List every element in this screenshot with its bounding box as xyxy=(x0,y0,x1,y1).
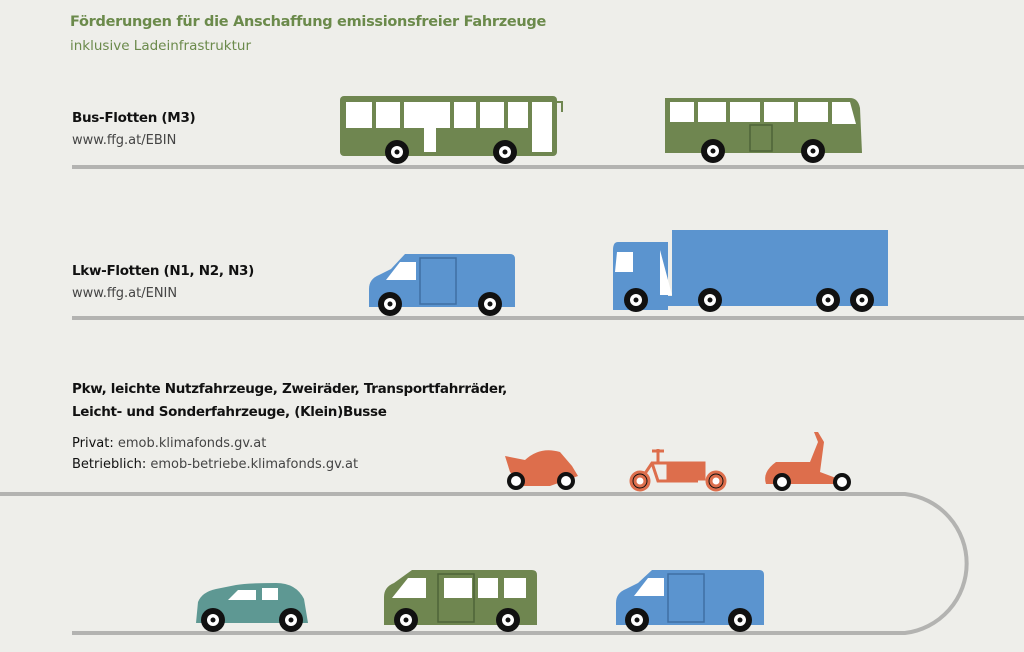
page-subtitle: inklusive Ladeinfrastruktur xyxy=(70,38,252,54)
section-heading: Lkw-Flotten (N1, N2, N3) xyxy=(72,263,255,279)
section-cars: Pkw, leichte Nutzfahrzeuge, Zweiräder, T… xyxy=(72,378,507,475)
car-icon xyxy=(196,583,308,632)
electric-van-icon xyxy=(616,570,764,632)
business-row: Betrieblich: emob-betriebe.klimafonds.gv… xyxy=(72,454,507,475)
road-3-curve xyxy=(0,492,969,635)
motorcycle-icon xyxy=(505,450,578,490)
private-link[interactable]: emob.klimafonds.gv.at xyxy=(117,436,267,451)
section-link[interactable]: www.ffg.at/EBIN xyxy=(72,133,177,148)
city-bus-icon xyxy=(340,96,563,164)
section-heading-line1: Pkw, leichte Nutzfahrzeuge, Zweiräder, T… xyxy=(72,381,507,397)
scooter-icon xyxy=(765,432,851,491)
section-link[interactable]: www.ffg.at/ENIN xyxy=(72,286,178,301)
private-label: Privat: xyxy=(72,436,114,451)
minibus-icon xyxy=(384,570,537,632)
coach-bus-icon xyxy=(665,98,862,163)
semi-truck-icon xyxy=(613,230,888,312)
cargo-bike-icon xyxy=(629,449,727,492)
private-row: Privat: emob.klimafonds.gv.at xyxy=(72,433,507,454)
business-link[interactable]: emob-betriebe.klimafonds.gv.at xyxy=(150,457,359,472)
section-heading: Bus-Flotten (M3) xyxy=(72,110,196,126)
section-bus: Bus-Flotten (M3) www.ffg.at/EBIN xyxy=(72,107,196,151)
page-title: Förderungen für die Anschaffung emission… xyxy=(70,14,547,30)
delivery-van-icon xyxy=(369,254,515,316)
business-label: Betrieblich: xyxy=(72,457,147,472)
section-heading-line2: Leicht- und Sonderfahrzeuge, (Klein)Buss… xyxy=(72,404,387,420)
section-truck: Lkw-Flotten (N1, N2, N3) www.ffg.at/ENIN xyxy=(72,260,254,304)
